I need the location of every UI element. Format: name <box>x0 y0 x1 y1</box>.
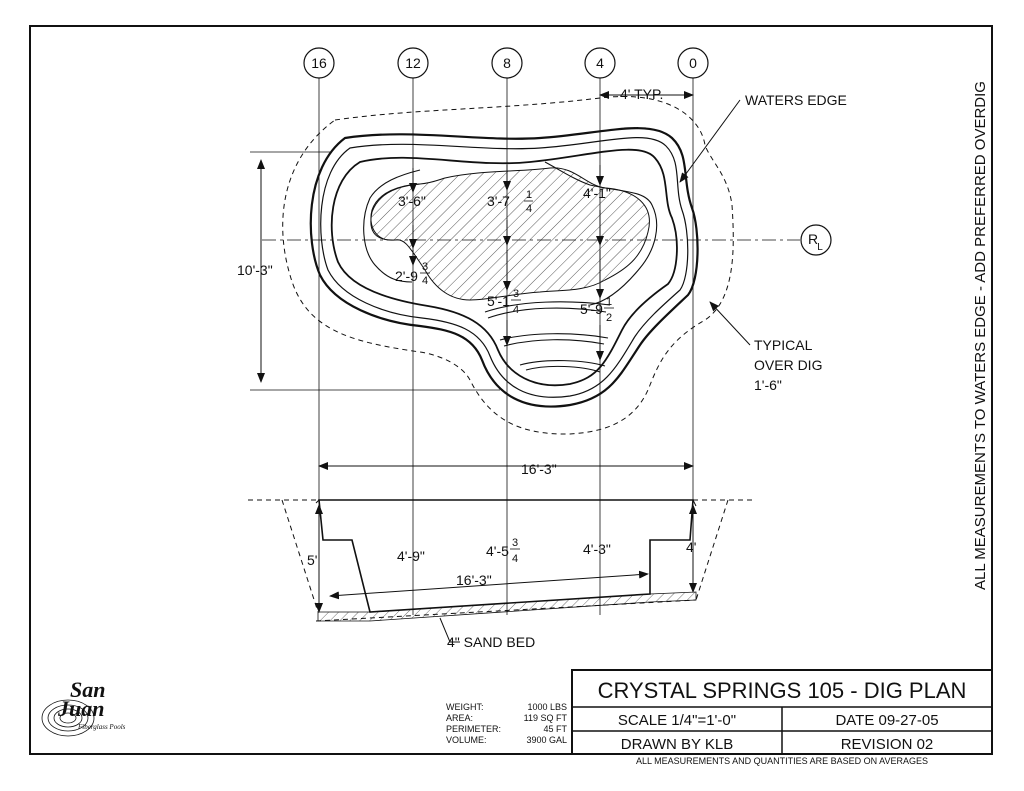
title-block-revision: REVISION 02 <box>841 736 934 753</box>
plan-dim-4-1: 4'-1" <box>583 185 611 201</box>
spec-label-perimeter: PERIMETER: <box>446 724 501 734</box>
grid-marker-label: 8 <box>503 55 511 71</box>
plan-dim-5-9-half: 5'-9 <box>580 301 603 317</box>
svg-text:4: 4 <box>526 203 532 215</box>
grid-marker-label: 12 <box>405 55 421 71</box>
grid-marker-label: 16 <box>311 55 327 71</box>
overdig-outline <box>282 96 734 435</box>
plan-dim-2-9-threequarter: 2'-9 <box>395 268 418 284</box>
spec-value-perimeter: 45 FT <box>543 724 567 734</box>
hatched-floor <box>370 167 650 301</box>
logo-tagline: Fiberglass Pools <box>77 723 126 731</box>
grid-marker-8: 8 <box>491 47 523 79</box>
spec-label-area: AREA: <box>446 713 473 723</box>
logo-line-1: San <box>70 677 105 702</box>
plan-dim-3-7-quarter: 3'-7 <box>487 193 510 209</box>
title-block-date: DATE 09-27-05 <box>835 712 938 729</box>
plan-view: 16 12 8 4 0 R L 4' TYP. WATERS EDGE <box>237 47 847 615</box>
side-note: ALL MEASUREMENTS TO WATERS EDGE - ADD PR… <box>972 81 989 590</box>
section-dim-8: 4'-5 <box>486 543 509 559</box>
grid-marker-16: 16 <box>303 47 335 79</box>
section-view: 5' 4' 4'-9" 4'-5 3 4 4'-3" 16'-3" 4" SAN… <box>248 499 752 650</box>
overdig-label-1: TYPICAL <box>754 337 813 353</box>
svg-text:3: 3 <box>422 261 428 273</box>
spec-value-weight: 1000 LBS <box>527 702 567 712</box>
svg-text:1: 1 <box>526 189 532 201</box>
overdig-label-3: 1'-6" <box>754 377 782 393</box>
grid-marker-4: 4 <box>584 47 616 79</box>
san-juan-logo: San Juan Fiberglass Pools <box>41 677 126 737</box>
title-block-scale: SCALE 1/4"=1'-0" <box>618 712 736 729</box>
title-block-title: CRYSTAL SPRINGS 105 - DIG PLAN <box>598 678 967 703</box>
section-dim-4: 4'-3" <box>583 541 611 557</box>
svg-text:L: L <box>817 242 823 253</box>
sheet-border <box>29 25 993 755</box>
overdig-label-2: OVER DIG <box>754 357 822 373</box>
spec-label-volume: VOLUME: <box>446 735 487 745</box>
footnote: ALL MEASUREMENTS AND QUANTITIES ARE BASE… <box>636 756 928 766</box>
svg-text:4: 4 <box>422 275 428 287</box>
svg-text:3: 3 <box>512 537 518 549</box>
grid-marker-12: 12 <box>397 47 429 79</box>
section-floor-length: 16'-3" <box>456 572 492 588</box>
title-block: CRYSTAL SPRINGS 105 - DIG PLAN SCALE 1/4… <box>571 669 993 755</box>
svg-text:4: 4 <box>513 304 519 316</box>
svg-text:1: 1 <box>606 296 612 308</box>
svg-text:3: 3 <box>513 288 519 300</box>
plan-dim-5-1-threequarter: 5'-1 <box>487 293 510 309</box>
plan-width-dim: 10'-3" <box>237 262 273 278</box>
section-dim-right: 4' <box>686 539 696 555</box>
plan-dim-3-6: 3'-6" <box>398 193 426 209</box>
section-dim-12: 4'-9" <box>397 548 425 564</box>
specs-table: WEIGHT: AREA: PERIMETER: VOLUME: 1000 LB… <box>446 702 567 745</box>
typ-spacing-label: 4' TYP. <box>620 86 663 102</box>
plan-length-dim: 16'-3" <box>521 461 557 477</box>
svg-text:2: 2 <box>606 312 612 324</box>
spec-value-volume: 3900 GAL <box>526 735 567 745</box>
waters-edge-label: WATERS EDGE <box>745 92 847 108</box>
svg-text:4: 4 <box>512 553 518 565</box>
svg-text:R: R <box>808 231 818 247</box>
section-dim-left: 5' <box>307 552 317 568</box>
sand-bed-label: 4" SAND BED <box>447 634 535 650</box>
grid-marker-label: 0 <box>689 55 697 71</box>
centerline-marker: R L <box>800 224 832 256</box>
spec-label-weight: WEIGHT: <box>446 702 484 712</box>
pool-shell-outer <box>309 127 699 408</box>
waters-edge <box>330 148 678 387</box>
grid-marker-0: 0 <box>677 47 709 79</box>
grid-marker-label: 4 <box>596 55 604 71</box>
spec-value-area: 119 SQ FT <box>524 713 568 723</box>
logo-line-2: Juan <box>57 696 104 721</box>
title-block-drawn-by: DRAWN BY KLB <box>621 736 734 753</box>
